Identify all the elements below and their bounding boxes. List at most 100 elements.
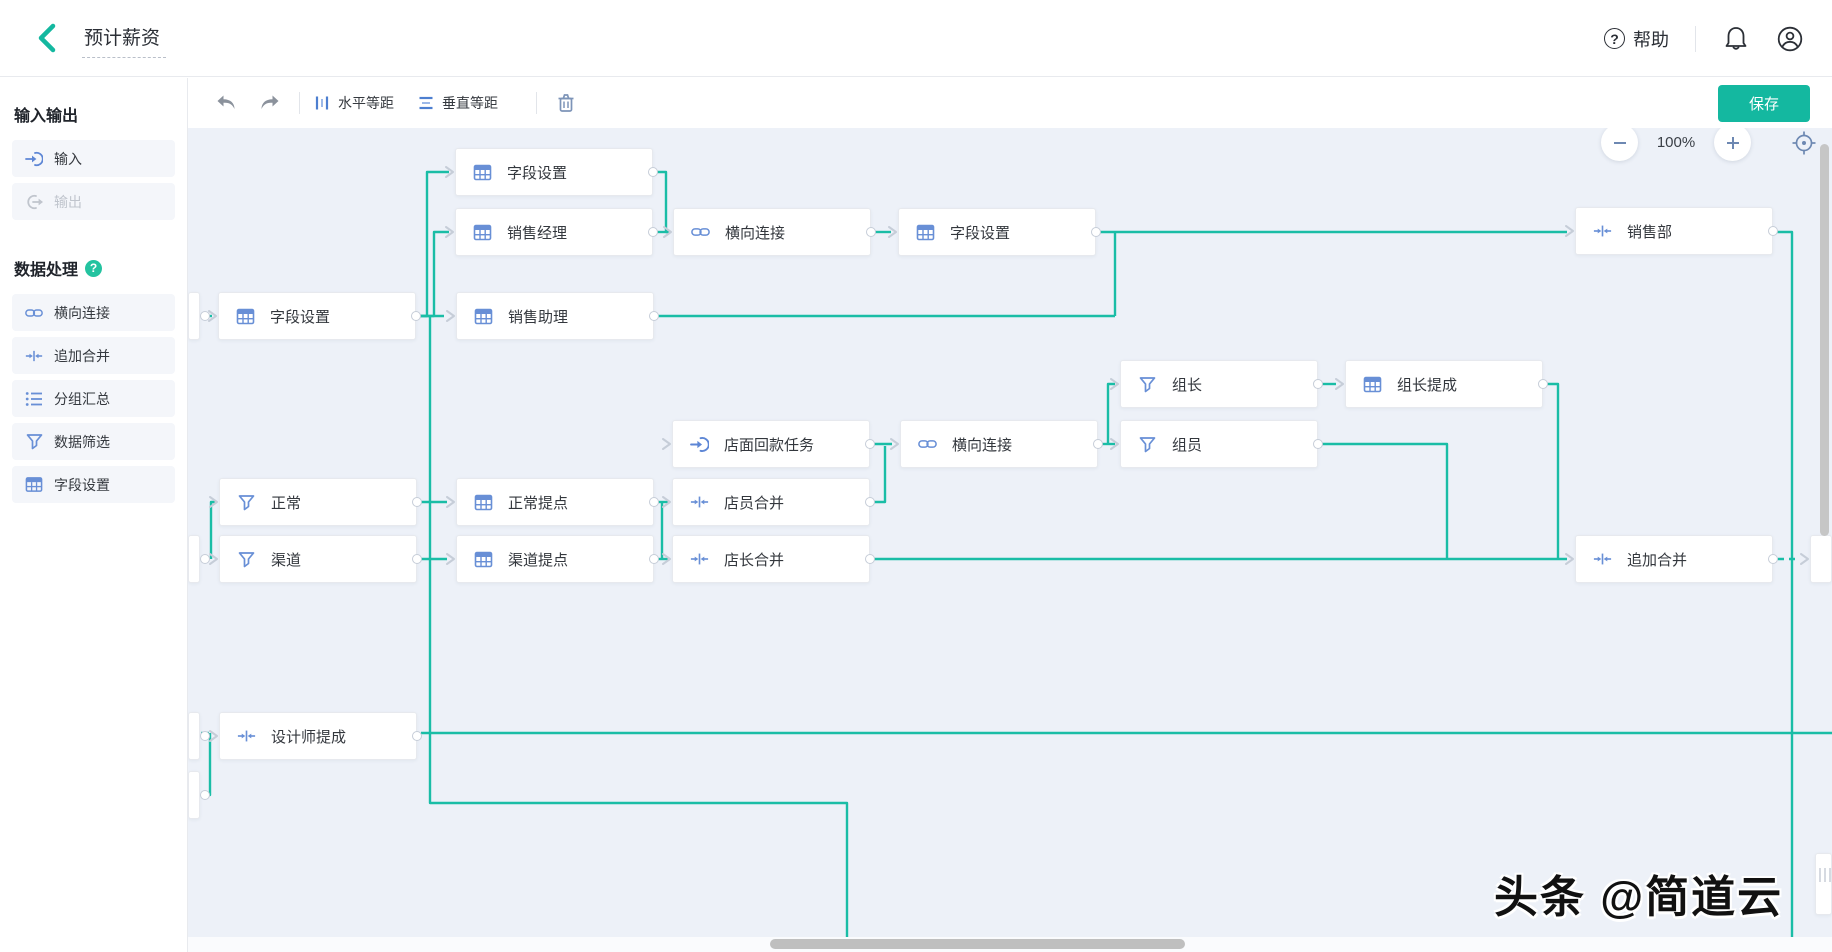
locate-center-button[interactable] bbox=[1791, 130, 1817, 156]
flow-node-fieldset-a[interactable]: 字段设置 bbox=[445, 148, 658, 196]
output-port[interactable] bbox=[649, 497, 659, 507]
flow-node-channel-pt[interactable]: 渠道提点 bbox=[446, 535, 659, 583]
save-button[interactable]: 保存 bbox=[1718, 85, 1810, 122]
undo-button[interactable] bbox=[211, 88, 241, 118]
output-port[interactable] bbox=[412, 497, 422, 507]
vertical-scrollbar-thumb[interactable] bbox=[1820, 144, 1829, 536]
process-help-icon[interactable]: ? bbox=[85, 259, 103, 277]
output-port[interactable] bbox=[649, 554, 659, 564]
flow-node-normal[interactable]: 正常 bbox=[209, 478, 422, 526]
page-title[interactable]: 预计薪资 bbox=[82, 19, 167, 58]
flow-node-designer-comm[interactable]: 设计师提成 bbox=[209, 712, 422, 760]
input-port-chevron-icon[interactable] bbox=[444, 225, 455, 239]
partial-node-right-out-1[interactable] bbox=[1800, 535, 1832, 583]
sidebar-item-input[interactable]: 输入 bbox=[12, 140, 175, 177]
help-button[interactable]: ? 帮助 bbox=[1604, 26, 1669, 52]
flow-canvas[interactable]: 字段设置销售经理横向连接字段设置销售部字段设置销售助理组长组长提成店面回款任务横… bbox=[188, 128, 1832, 952]
output-port[interactable] bbox=[865, 439, 875, 449]
table-icon bbox=[25, 476, 43, 494]
input-port-chevron-icon[interactable] bbox=[208, 495, 219, 509]
output-port[interactable] bbox=[648, 227, 658, 237]
output-port[interactable] bbox=[412, 731, 422, 741]
output-port[interactable] bbox=[1093, 439, 1103, 449]
output-port[interactable] bbox=[200, 311, 210, 321]
header-divider bbox=[1695, 25, 1696, 52]
sidebar-item-filter[interactable]: 数据筛选 bbox=[12, 423, 175, 460]
flow-node-sales-manager[interactable]: 销售经理 bbox=[445, 208, 658, 256]
user-avatar-button[interactable] bbox=[1776, 25, 1804, 53]
output-port[interactable] bbox=[1538, 379, 1548, 389]
output-port[interactable] bbox=[1313, 379, 1323, 389]
input-port-chevron-icon[interactable] bbox=[889, 437, 900, 451]
input-port-chevron-icon[interactable] bbox=[1799, 552, 1810, 566]
zoom-out-button[interactable] bbox=[1601, 128, 1638, 161]
flow-node-hjoin-a[interactable]: 横向连接 bbox=[663, 208, 876, 256]
flow-node-fieldset-b[interactable]: 字段设置 bbox=[888, 208, 1101, 256]
notification-bell-button[interactable] bbox=[1722, 25, 1750, 53]
input-port-chevron-icon[interactable] bbox=[1334, 377, 1345, 391]
output-port[interactable] bbox=[200, 554, 210, 564]
input-port-chevron-icon[interactable] bbox=[661, 552, 672, 566]
flow-node-member[interactable]: 组员 bbox=[1110, 420, 1323, 468]
input-port-chevron-icon[interactable] bbox=[661, 437, 672, 451]
output-port[interactable] bbox=[411, 311, 421, 321]
partial-node-right-out-2[interactable] bbox=[1815, 853, 1832, 915]
output-port[interactable] bbox=[865, 554, 875, 564]
input-port-chevron-icon[interactable] bbox=[1109, 377, 1120, 391]
vertical-spacing-button[interactable]: 垂直等距 bbox=[418, 93, 498, 113]
input-port-chevron-icon[interactable] bbox=[1109, 437, 1120, 451]
output-port[interactable] bbox=[865, 497, 875, 507]
flow-node-leader-comm[interactable]: 组长提成 bbox=[1335, 360, 1548, 408]
sidebar-item-group[interactable]: 分组汇总 bbox=[12, 380, 175, 417]
back-button[interactable] bbox=[30, 21, 64, 55]
flow-node-append-merge[interactable]: 追加合并 bbox=[1565, 535, 1778, 583]
flow-node-store-task[interactable]: 店面回款任务 bbox=[662, 420, 875, 468]
output-port[interactable] bbox=[1768, 226, 1778, 236]
flow-node-normal-pt[interactable]: 正常提点 bbox=[446, 478, 659, 526]
input-port-chevron-icon[interactable] bbox=[1564, 224, 1575, 238]
flow-node-sales-dept[interactable]: 销售部 bbox=[1565, 207, 1778, 255]
output-port[interactable] bbox=[1768, 554, 1778, 564]
partial-node-left-src-1[interactable] bbox=[188, 292, 210, 340]
zoom-in-button[interactable] bbox=[1714, 128, 1751, 161]
sidebar-item-output[interactable]: 输出 bbox=[12, 183, 175, 220]
input-port-chevron-icon[interactable] bbox=[662, 225, 673, 239]
sidebar: 输入输出 输入 输出 数据处理 ? 横向连接追加合并分组汇总数据筛选字段设置 bbox=[0, 78, 188, 952]
input-port-chevron-icon[interactable] bbox=[445, 309, 456, 323]
partial-node-left-src-3[interactable] bbox=[188, 712, 210, 760]
input-port-chevron-icon[interactable] bbox=[661, 495, 672, 509]
input-port-chevron-icon[interactable] bbox=[207, 309, 218, 323]
flow-node-mgr-merge[interactable]: 店长合并 bbox=[662, 535, 875, 583]
horizontal-scrollbar-thumb[interactable] bbox=[770, 939, 1185, 949]
delete-button[interactable] bbox=[551, 88, 581, 118]
sidebar-item-link[interactable]: 横向连接 bbox=[12, 294, 175, 331]
input-port-chevron-icon[interactable] bbox=[887, 225, 898, 239]
flow-node-clerk-merge[interactable]: 店员合并 bbox=[662, 478, 875, 526]
input-port-chevron-icon[interactable] bbox=[208, 552, 219, 566]
output-port[interactable] bbox=[200, 790, 210, 800]
input-port-chevron-icon[interactable] bbox=[445, 552, 456, 566]
output-port[interactable] bbox=[866, 227, 876, 237]
horizontal-spacing-button[interactable]: 水平等距 bbox=[314, 93, 394, 113]
input-port-chevron-icon[interactable] bbox=[445, 495, 456, 509]
flow-node-hjoin-b[interactable]: 横向连接 bbox=[890, 420, 1103, 468]
output-port[interactable] bbox=[1313, 439, 1323, 449]
redo-button[interactable] bbox=[255, 88, 285, 118]
output-port[interactable] bbox=[412, 554, 422, 564]
output-port[interactable] bbox=[649, 311, 659, 321]
sidebar-item-merge[interactable]: 追加合并 bbox=[12, 337, 175, 374]
flow-node-sales-assist[interactable]: 销售助理 bbox=[446, 292, 659, 340]
output-port[interactable] bbox=[200, 731, 210, 741]
output-port[interactable] bbox=[1091, 227, 1101, 237]
flow-node-leader[interactable]: 组长 bbox=[1110, 360, 1323, 408]
partial-node-left-src-4[interactable] bbox=[188, 771, 210, 819]
input-port-chevron-icon[interactable] bbox=[208, 729, 219, 743]
node-label: 设计师提成 bbox=[271, 728, 347, 746]
flow-node-channel[interactable]: 渠道 bbox=[209, 535, 422, 583]
partial-node-left-src-2[interactable] bbox=[188, 535, 210, 583]
input-port-chevron-icon[interactable] bbox=[1564, 552, 1575, 566]
output-port[interactable] bbox=[648, 167, 658, 177]
input-port-chevron-icon[interactable] bbox=[444, 165, 455, 179]
flow-node-fieldset-l[interactable]: 字段设置 bbox=[208, 292, 421, 340]
sidebar-item-table[interactable]: 字段设置 bbox=[12, 466, 175, 503]
